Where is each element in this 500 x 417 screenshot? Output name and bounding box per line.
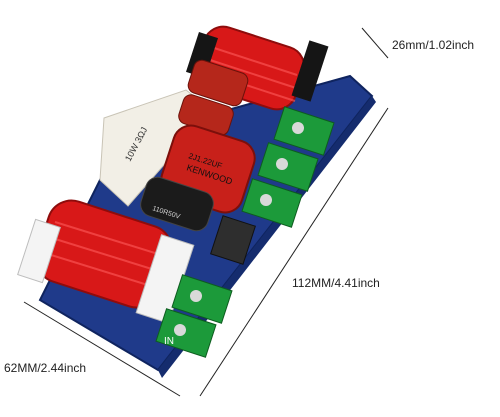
- terminal-blocks: [155, 106, 335, 358]
- height-dimension-label: 26mm/1.02inch: [392, 38, 475, 52]
- width-dimension-label: 62MM/2.44inch: [4, 361, 87, 375]
- electrolytic-capacitor: 110R50V: [140, 176, 214, 232]
- length-dimension-label: 112MM/4.41inch: [292, 276, 380, 290]
- input-marking: IN: [164, 336, 174, 347]
- width-dimension-line: [23, 301, 181, 397]
- length-dimension-line: [199, 107, 389, 397]
- switch: [210, 215, 256, 265]
- height-dimension-line: [361, 27, 389, 59]
